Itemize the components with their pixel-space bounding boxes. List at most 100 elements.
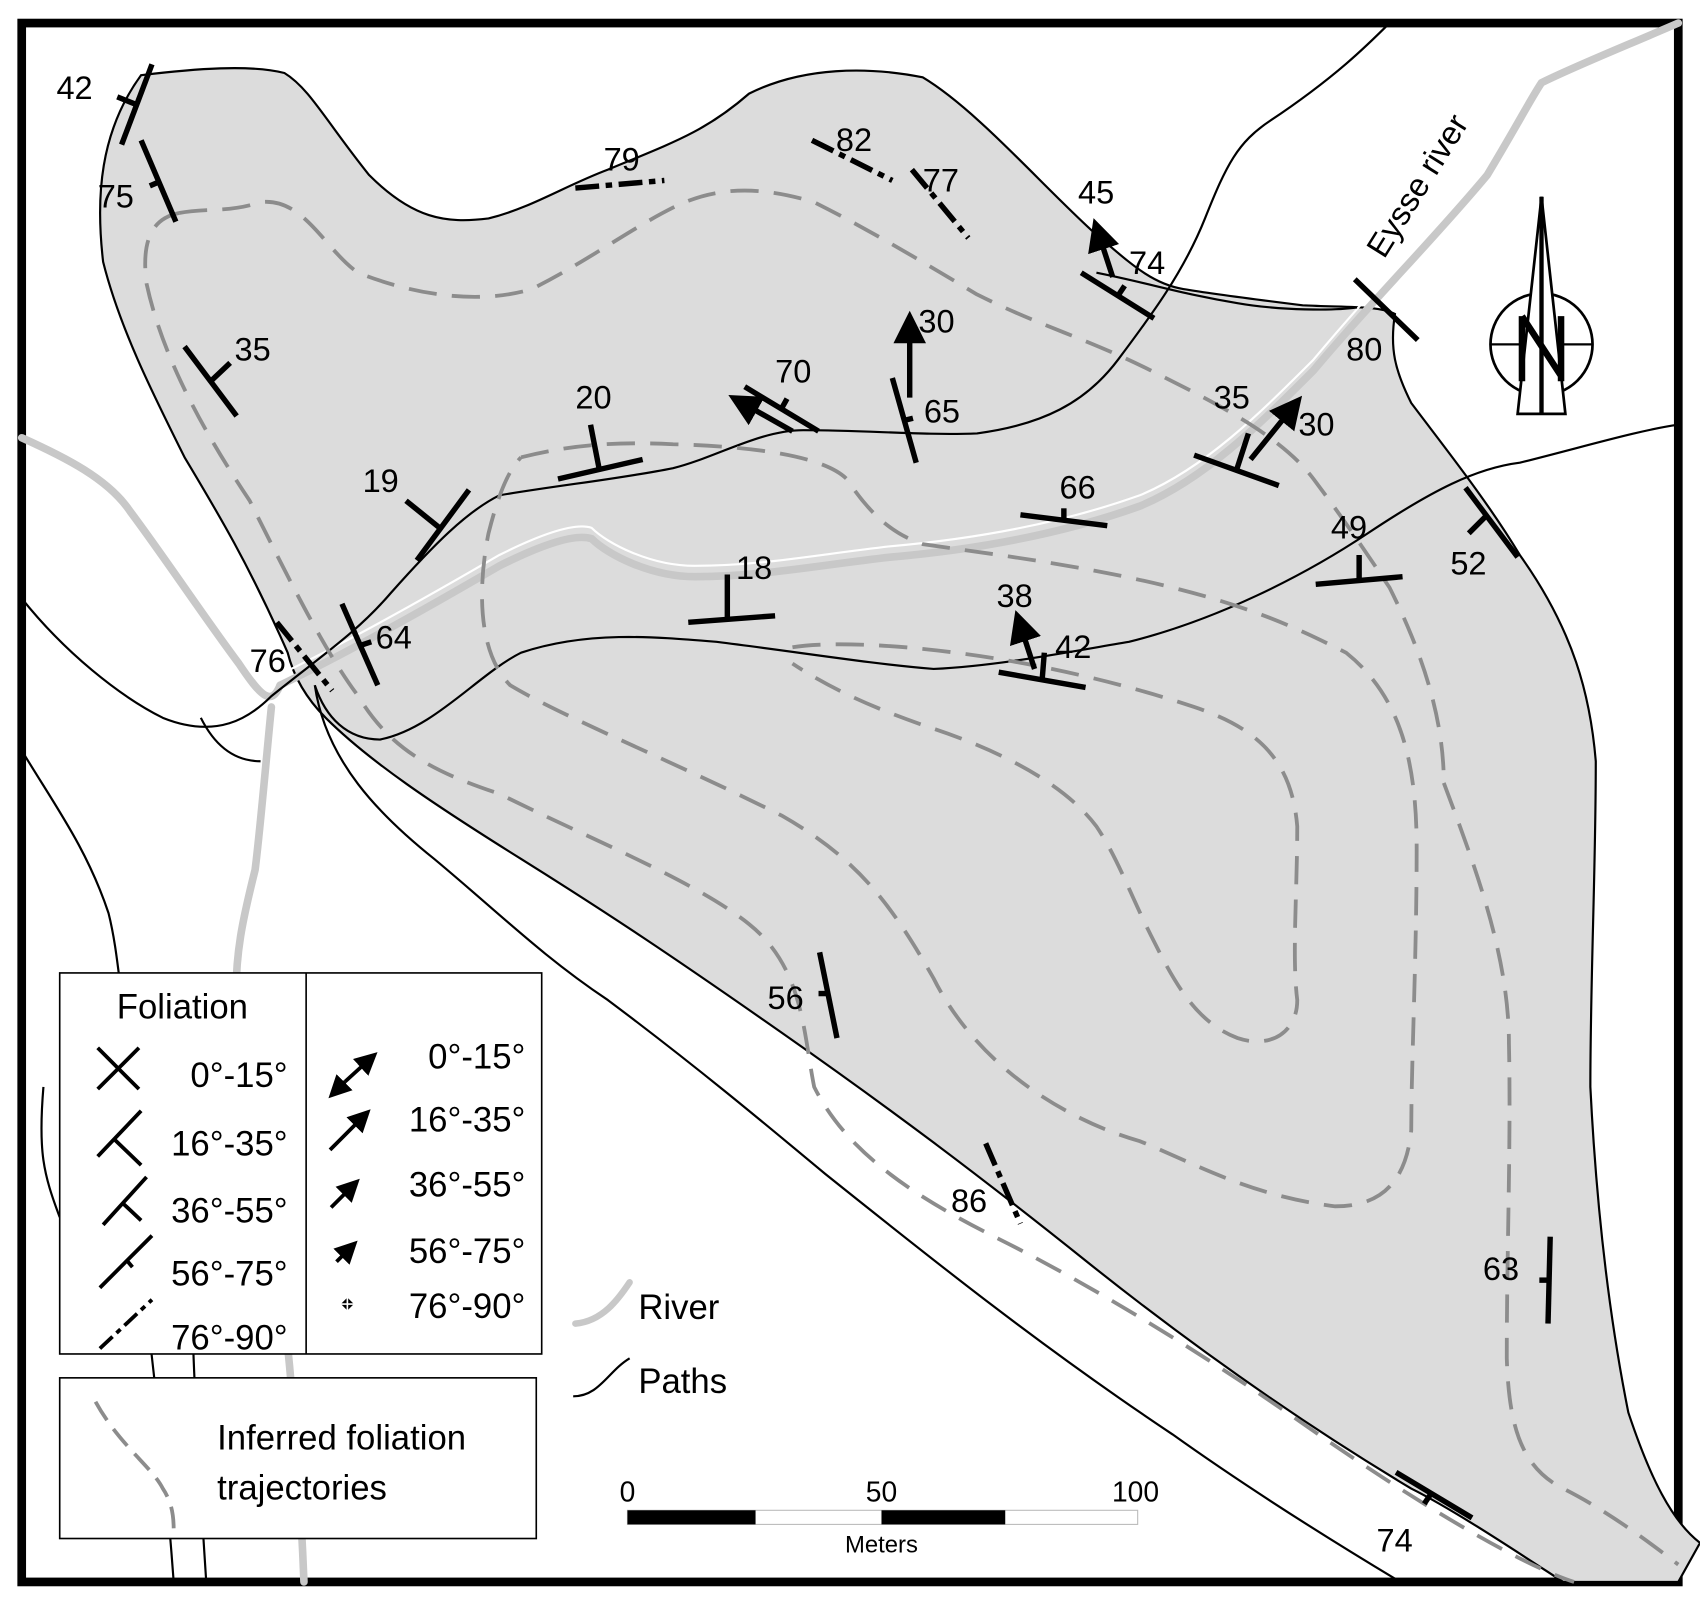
measurement-label: 20 (575, 379, 611, 415)
strike-symbol (688, 613, 776, 626)
vertical-foliation-symbol (983, 1142, 1023, 1225)
measurement-label: 52 (1450, 546, 1486, 582)
strike-symbol (1020, 512, 1108, 529)
strike-symbol (816, 951, 840, 1039)
dip-tick (1115, 284, 1127, 298)
measurement-label: 75 (98, 179, 134, 215)
measurement-label: 74 (1377, 1523, 1413, 1559)
measurement-label: 45 (1078, 174, 1114, 210)
lineation-symbol-0-15-icon (328, 1052, 378, 1099)
foliation-range: 16°-35° (171, 1125, 288, 1163)
lineation-range: 56°-75° (409, 1233, 526, 1271)
river-west (17, 433, 284, 701)
river-eysse (276, 19, 1683, 690)
foliation-trajectories (143, 188, 1680, 1584)
strike-symbol (1463, 486, 1520, 559)
dip-tick (779, 397, 790, 410)
measurement-label: 76 (250, 643, 286, 679)
strike-symbol (414, 488, 472, 563)
legend-title: Foliation (117, 989, 248, 1027)
measurement-label: 42 (56, 70, 92, 106)
lineation-range: 36°-55° (409, 1167, 526, 1205)
strike-symbol (339, 602, 381, 687)
strike-symbol (1079, 270, 1156, 321)
strike-symbol (1352, 277, 1420, 343)
lineation-range: 16°-35° (409, 1101, 526, 1139)
scale-tick: 100 (1112, 1476, 1159, 1508)
measurement-label: 35 (1214, 379, 1250, 415)
vertical-foliation-symbol (274, 620, 335, 693)
measurement-label: 49 (1331, 510, 1367, 546)
strike-symbol (138, 139, 179, 223)
dip-tick (360, 639, 373, 648)
lineation-arrow (1248, 395, 1303, 462)
outcrop-area (98, 67, 1700, 1584)
measurement-label: 63 (1483, 1251, 1519, 1287)
legend-foliation: Foliation 0°-15° 16°-35° 36°-55° 56°-75°… (58, 972, 543, 1358)
measurement-label: 74 (1129, 245, 1165, 281)
strike-symbol (557, 456, 644, 482)
strike-symbol (1394, 1469, 1474, 1521)
lineation-arrow (728, 394, 794, 434)
lineation-symbol-16-35-icon (328, 1109, 371, 1152)
north-arrow: N (1489, 196, 1594, 416)
vertical-foliation-symbol (575, 177, 665, 191)
dip-tick (1466, 513, 1489, 536)
dip-tick (208, 360, 233, 384)
paths-legend-label: Paths (638, 1363, 727, 1401)
dip-tick (1039, 652, 1048, 681)
measurement-label: 30 (1298, 407, 1334, 443)
lineation-symbol-36-55-icon (329, 1178, 360, 1209)
lineation-range: 0°-15° (428, 1038, 525, 1076)
dip-tick (148, 180, 159, 189)
measurement-label: 19 (363, 463, 399, 499)
foliation-symbol-56-75-icon (98, 1234, 154, 1290)
vertical-foliation-symbol (810, 137, 894, 183)
scale-bar: 0 50 100 Meters (620, 1476, 1159, 1559)
legend-lines: River Paths (572, 1279, 727, 1401)
measurement-label: 77 (923, 162, 959, 198)
measurement-label: 80 (1346, 332, 1382, 368)
measurement-label: 18 (736, 550, 772, 586)
trajectory-legend-icon (93, 1400, 176, 1533)
dip-tick (116, 94, 140, 109)
foliation-symbol-16-35-icon (96, 1109, 143, 1167)
paths-legend-icon (573, 1357, 631, 1398)
measurement-labels: 42 75 79 82 77 45 74 35 30 70 65 20 19 3… (56, 70, 1519, 1558)
dip-tick (587, 424, 602, 470)
vertical-foliation-symbol (909, 167, 971, 240)
trajectories-label-line2: trajectories (217, 1469, 387, 1507)
measurement-label: 79 (604, 142, 640, 178)
scale-segment (881, 1510, 1006, 1525)
strike-symbol (743, 384, 820, 434)
scale-tick: 0 (620, 1476, 636, 1508)
foliation-symbol-0-15-icon (96, 1046, 141, 1091)
measurement-label: 42 (1055, 629, 1091, 665)
foliation-range: 0°-15° (190, 1057, 287, 1095)
foliation-range: 76°-90° (171, 1320, 288, 1358)
foliation-symbol-36-55-icon (101, 1175, 148, 1227)
lineation-symbol-76-90-icon (338, 1295, 357, 1313)
lineation-arrow (1009, 610, 1041, 670)
dip-tick (1422, 1492, 1434, 1506)
scale-unit: Meters (845, 1532, 918, 1559)
measurement-label: 82 (836, 122, 872, 158)
structural-symbols (116, 63, 1553, 1521)
scale-tick: 50 (866, 1476, 897, 1508)
foliation-range: 36°-55° (171, 1193, 288, 1231)
lineation-symbol-56-75-icon (333, 1240, 358, 1265)
scale-segment (627, 1510, 756, 1525)
measurement-label: 66 (1060, 470, 1096, 506)
lineation-arrow (1088, 218, 1120, 278)
river-legend-label: River (638, 1289, 719, 1327)
measurement-label: 70 (775, 353, 811, 389)
measurement-label: 65 (924, 394, 960, 430)
measurement-label: 35 (234, 332, 270, 368)
measurement-label: 86 (951, 1183, 987, 1219)
measurement-label: 30 (918, 303, 954, 339)
foliation-symbol-76-90-icon (98, 1298, 154, 1350)
dip-tick (903, 415, 914, 424)
river-bank (279, 196, 1456, 676)
river-legend-icon (572, 1279, 633, 1327)
